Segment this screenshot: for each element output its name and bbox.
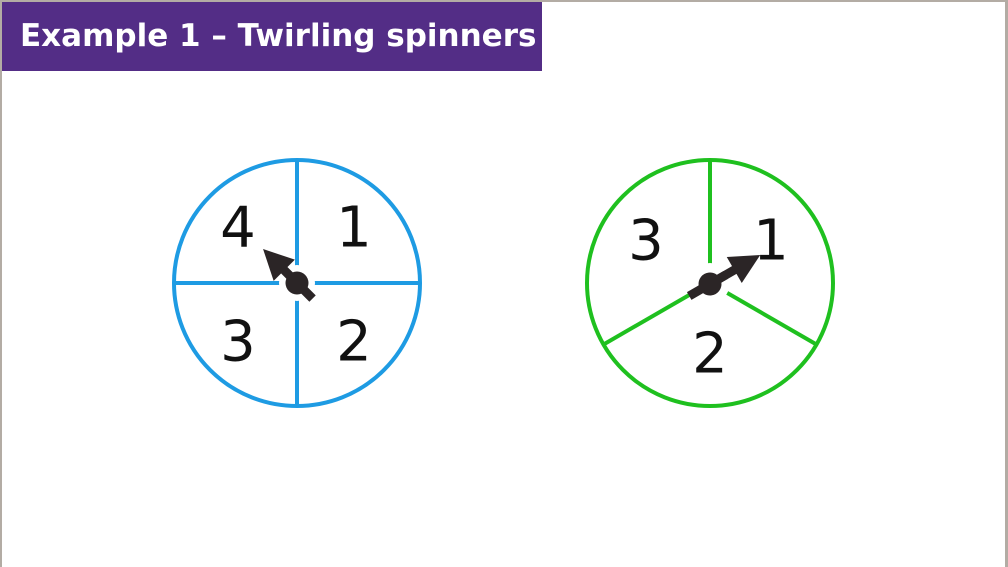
three-section-spinner: 3 1 2 — [585, 158, 835, 408]
four-section-spinner: 4 1 3 2 — [172, 158, 422, 408]
title-banner: Example 1 – Twirling spinners — [2, 2, 542, 71]
spinner-2-label-3: 3 — [628, 209, 664, 274]
page-title: Example 1 – Twirling spinners — [20, 18, 537, 54]
spinner-1-label-3: 3 — [220, 310, 256, 375]
spinner-2-label-1: 1 — [753, 209, 789, 274]
spinner-2-arrow-icon — [686, 255, 761, 300]
spinner-1-label-4: 4 — [220, 196, 256, 261]
spinner-1-label-1: 1 — [336, 196, 372, 261]
spinner-2-divider-right — [708, 281, 818, 347]
spinner-1-label-2: 2 — [336, 310, 372, 375]
spinner-2-label-2: 2 — [692, 322, 728, 387]
